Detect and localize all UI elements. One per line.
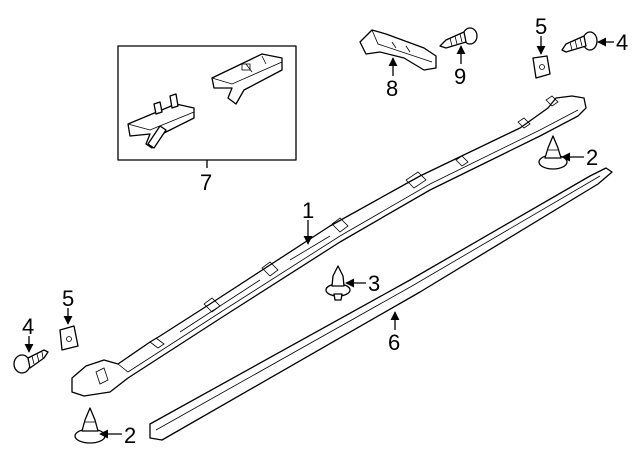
callout-label: 3 <box>368 271 380 296</box>
clip-nut-icon <box>532 55 551 79</box>
push-pin-icon <box>538 135 568 170</box>
callout-label: 6 <box>388 330 400 355</box>
clip-icon <box>127 93 195 149</box>
callout-label: 2 <box>586 145 598 170</box>
callout-label: 5 <box>62 286 74 311</box>
screw-icon <box>439 27 478 49</box>
callout-label: 9 <box>454 64 466 89</box>
clip-inset-box <box>117 45 297 168</box>
rocker-molding <box>71 95 587 397</box>
callout-label: 1 <box>302 198 314 223</box>
callout-label: 2 <box>124 423 136 448</box>
clip-pin-icon <box>325 265 351 301</box>
callout-label: 5 <box>535 14 547 39</box>
callout-label: 4 <box>22 314 34 339</box>
callout-label: 7 <box>200 170 212 195</box>
push-pin-icon <box>74 407 106 444</box>
lower-strip <box>149 167 613 441</box>
callout-label: 8 <box>386 76 398 101</box>
clip-nut-icon <box>59 325 79 351</box>
callout-label: 4 <box>616 30 628 55</box>
bracket-icon <box>359 29 437 71</box>
screw-icon <box>561 31 598 53</box>
screw-icon <box>13 349 49 374</box>
clip-icon <box>211 53 283 105</box>
